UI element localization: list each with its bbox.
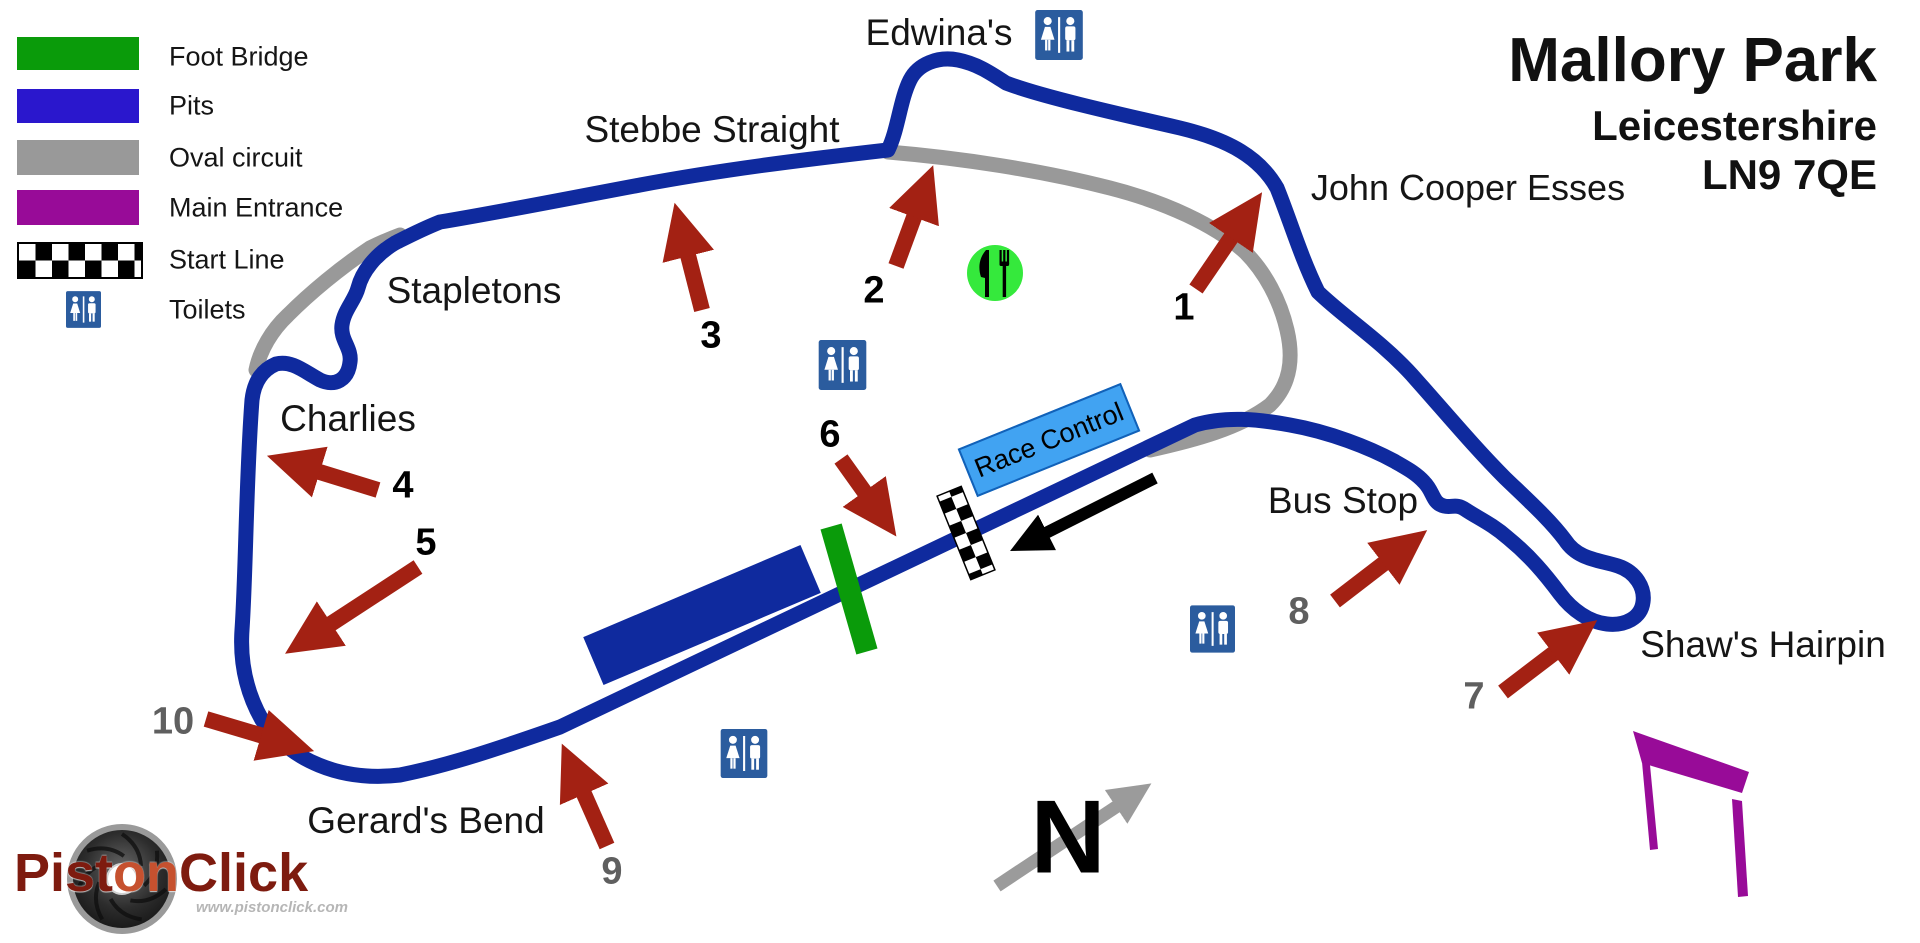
legend-swatch-oval-circuit xyxy=(17,140,139,175)
marker-number-2: 2 xyxy=(863,269,885,312)
legend-swatch-foot-bridge xyxy=(17,37,139,70)
legend-label-toilets: Toilets xyxy=(169,294,246,325)
logo-part3: Click xyxy=(179,843,309,903)
oval-top-and-right-cut xyxy=(880,144,1298,458)
legend-label-start-line: Start Line xyxy=(169,244,285,275)
marker-number-6: 6 xyxy=(819,413,841,456)
label-stebbe-straight: Stebbe Straight xyxy=(584,109,840,150)
legend-swatch-start-line xyxy=(17,242,143,279)
label-gerards-bend: Gerard's Bend xyxy=(307,800,545,841)
legend-label-pits: Pits xyxy=(169,90,215,121)
food-icon xyxy=(967,245,1023,301)
legend-swatch-pits xyxy=(17,89,139,123)
marker-number-5: 5 xyxy=(415,521,437,564)
marker-number-3: 3 xyxy=(700,314,722,357)
viewpoint-arrow-4 xyxy=(266,446,381,498)
viewpoint-arrow-3 xyxy=(662,202,714,312)
label-charlies: Charlies xyxy=(280,398,416,439)
marker-number-1: 1 xyxy=(1173,286,1195,329)
marker-number-4: 4 xyxy=(392,464,414,507)
pistonclick-logo: PistonClick xyxy=(14,842,308,904)
title-postcode: LN9 7QE xyxy=(1701,151,1877,198)
page-title: Mallory Park xyxy=(1508,26,1877,95)
toilets-icon xyxy=(720,729,768,778)
viewpoint-arrow-1 xyxy=(1189,192,1263,294)
toilets-icon xyxy=(1190,605,1235,653)
viewpoint-arrow-2 xyxy=(888,165,939,269)
toilets-icon xyxy=(818,340,867,390)
viewpoint-arrow-7 xyxy=(1498,620,1598,699)
label-bus-stop: Bus Stop xyxy=(1267,480,1419,521)
main-entrance-road xyxy=(1633,731,1749,897)
marker-number-10: 10 xyxy=(151,700,195,743)
label-shaws-hairpin: Shaw's Hairpin xyxy=(1640,624,1886,665)
marker-number-9: 9 xyxy=(601,850,623,893)
title-region: Leicestershire xyxy=(1592,102,1877,149)
pistonclick-website: www.pistonclick.com xyxy=(196,899,348,916)
toilets-icon xyxy=(66,291,101,328)
viewpoint-arrows xyxy=(203,165,1598,850)
north-arrow xyxy=(993,783,1152,892)
toilets-icon xyxy=(1035,10,1083,60)
label-john-cooper-esses: John Cooper Esses xyxy=(1310,167,1626,208)
legend-label-oval-circuit: Oval circuit xyxy=(169,142,303,173)
label-edwinas: Edwina's xyxy=(865,12,1013,53)
pits-building xyxy=(583,544,821,686)
marker-number-8: 8 xyxy=(1288,590,1310,633)
logo-part1: Pist xyxy=(14,843,114,903)
foot-bridge xyxy=(820,523,878,655)
start-line xyxy=(936,485,996,581)
legend-swatch-main-entrance xyxy=(17,190,139,225)
race-circuit-path xyxy=(234,51,1651,784)
viewpoint-arrow-9 xyxy=(559,743,615,850)
viewpoint-arrow-8 xyxy=(1330,530,1428,608)
compass-north-label: N xyxy=(1030,779,1106,896)
legend-label-foot-bridge: Foot Bridge xyxy=(169,41,309,72)
camera-aperture-icon xyxy=(67,824,177,934)
label-stapletons: Stapletons xyxy=(386,270,562,311)
marker-number-7: 7 xyxy=(1463,675,1485,718)
direction-arrow xyxy=(1010,472,1158,552)
viewpoint-arrow-5 xyxy=(285,560,423,654)
legend-label-main-entrance: Main Entrance xyxy=(169,192,344,223)
title-block: Mallory Park Leicestershire LN9 7QE xyxy=(1508,28,1877,198)
logo-part2: on xyxy=(113,843,180,903)
viewpoint-arrow-6 xyxy=(834,454,897,537)
viewpoint-arrow-10 xyxy=(203,709,315,761)
